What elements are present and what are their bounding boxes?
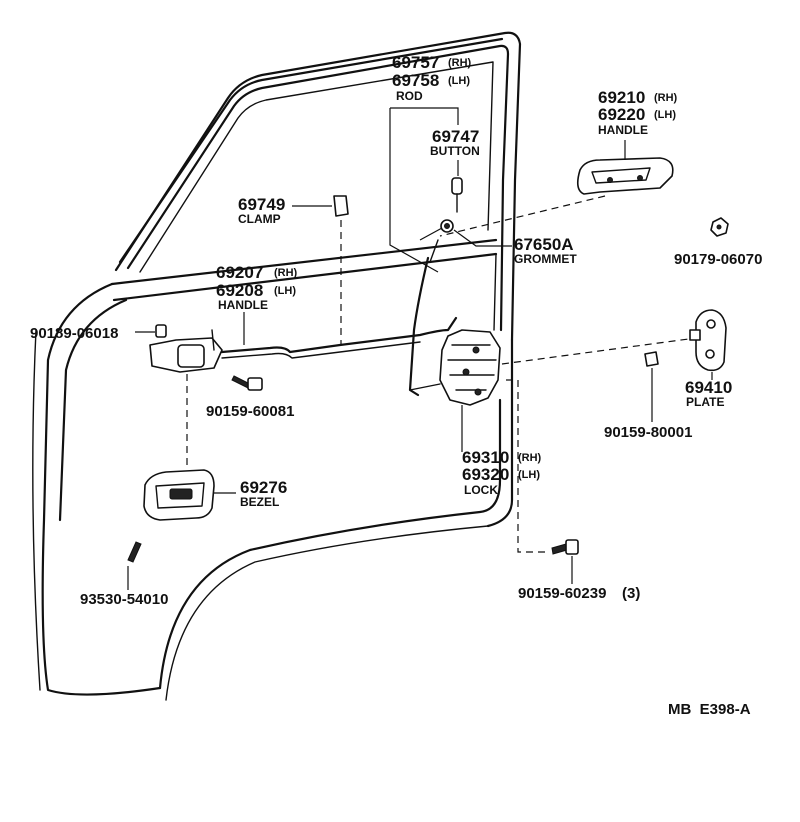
plate-part (689, 309, 727, 380)
lock-rh-suffix: (RH) (518, 452, 542, 464)
screw-54010-part (127, 541, 142, 590)
lock-lh-number: 69320 (462, 465, 509, 484)
label-screw-80001: 90159-80001 (604, 424, 692, 441)
label-plate: 69410 PLATE (685, 378, 732, 409)
rod-part (389, 107, 459, 397)
label-clamp: 69749 CLAMP (238, 195, 285, 226)
outer-handle-part (439, 140, 674, 237)
screw-80001-number: 90159-80001 (604, 424, 692, 441)
inner-handle-rh-number: 69207 (216, 263, 263, 282)
inner-handle-name: HANDLE (218, 298, 268, 312)
label-screw-60239: 90159-60239 (3) (518, 585, 640, 602)
drawing-code: MB E398-A (668, 701, 751, 718)
bezel-part (143, 469, 236, 521)
rod-lh-number: 69758 (392, 71, 439, 90)
screw-06018-number: 90189-06018 (30, 325, 118, 342)
lock-part (409, 329, 697, 553)
grommet-name: GROMMET (514, 252, 577, 266)
label-lock: 69310 (RH) 69320 (LH) LOCK (462, 448, 542, 497)
screw-60239-quantity: (3) (622, 585, 640, 602)
lock-lh-suffix: (LH) (518, 469, 540, 481)
label-bezel: 69276 BEZEL (240, 478, 287, 509)
grommet-number: 67650A (514, 235, 574, 254)
outer-handle-lh-number: 69220 (598, 105, 645, 124)
label-grommet: 67650A GROMMET (514, 235, 577, 266)
inner-handle-part (149, 312, 458, 470)
lock-rh-number: 69310 (462, 448, 509, 467)
plate-number: 69410 (685, 378, 732, 397)
button-number: 69747 (432, 127, 479, 146)
outer-handle-lh-suffix: (LH) (654, 109, 676, 121)
nut-06070-number: 90179-06070 (674, 251, 762, 268)
label-screw-06018: 90189-06018 (30, 325, 118, 342)
label-rod: 69757 (RH) 69758 (LH) ROD (392, 53, 472, 103)
plate-name: PLATE (686, 395, 724, 409)
label-inner-handle: 69207 (RH) 69208 (LH) HANDLE (216, 263, 298, 312)
rod-lh-suffix: (LH) (448, 75, 470, 87)
screw-60081-number: 90159-60081 (206, 403, 294, 420)
screw-60239-part (551, 539, 579, 584)
inner-handle-lh-number: 69208 (216, 281, 263, 300)
button-part (451, 160, 463, 213)
inner-handle-rh-suffix: (RH) (274, 267, 298, 279)
rod-rh-number: 69757 (392, 53, 439, 72)
screw-60239-number: 90159-60239 (518, 585, 606, 602)
label-screw-60081: 90159-60081 (206, 403, 294, 420)
bezel-number: 69276 (240, 478, 287, 497)
grommet-part (440, 219, 512, 247)
screw-60081-part (231, 375, 263, 391)
clamp-part (292, 195, 349, 345)
door-outline (32, 31, 522, 701)
label-nut-06070: 90179-06070 (674, 251, 762, 268)
screw-54010-number: 93530-54010 (80, 591, 168, 608)
rod-name: ROD (396, 89, 423, 103)
clamp-number: 69749 (238, 195, 285, 214)
label-screw-54010: 93530-54010 (80, 591, 168, 608)
rod-rh-suffix: (RH) (448, 57, 472, 69)
inner-handle-lh-suffix: (LH) (274, 285, 296, 297)
label-outer-handle: 69210 (RH) 69220 (LH) HANDLE (598, 88, 678, 137)
button-name: BUTTON (430, 144, 480, 158)
bezel-name: BEZEL (240, 495, 279, 509)
label-button: 69747 BUTTON (430, 127, 480, 158)
outer-handle-name: HANDLE (598, 123, 648, 137)
nut-06070-part (710, 217, 729, 237)
outer-handle-rh-number: 69210 (598, 88, 645, 107)
screw-80001-part (644, 351, 659, 422)
clamp-name: CLAMP (238, 212, 281, 226)
screw-06018-part (135, 324, 167, 338)
outer-handle-rh-suffix: (RH) (654, 92, 678, 104)
lock-name: LOCK (464, 483, 498, 497)
